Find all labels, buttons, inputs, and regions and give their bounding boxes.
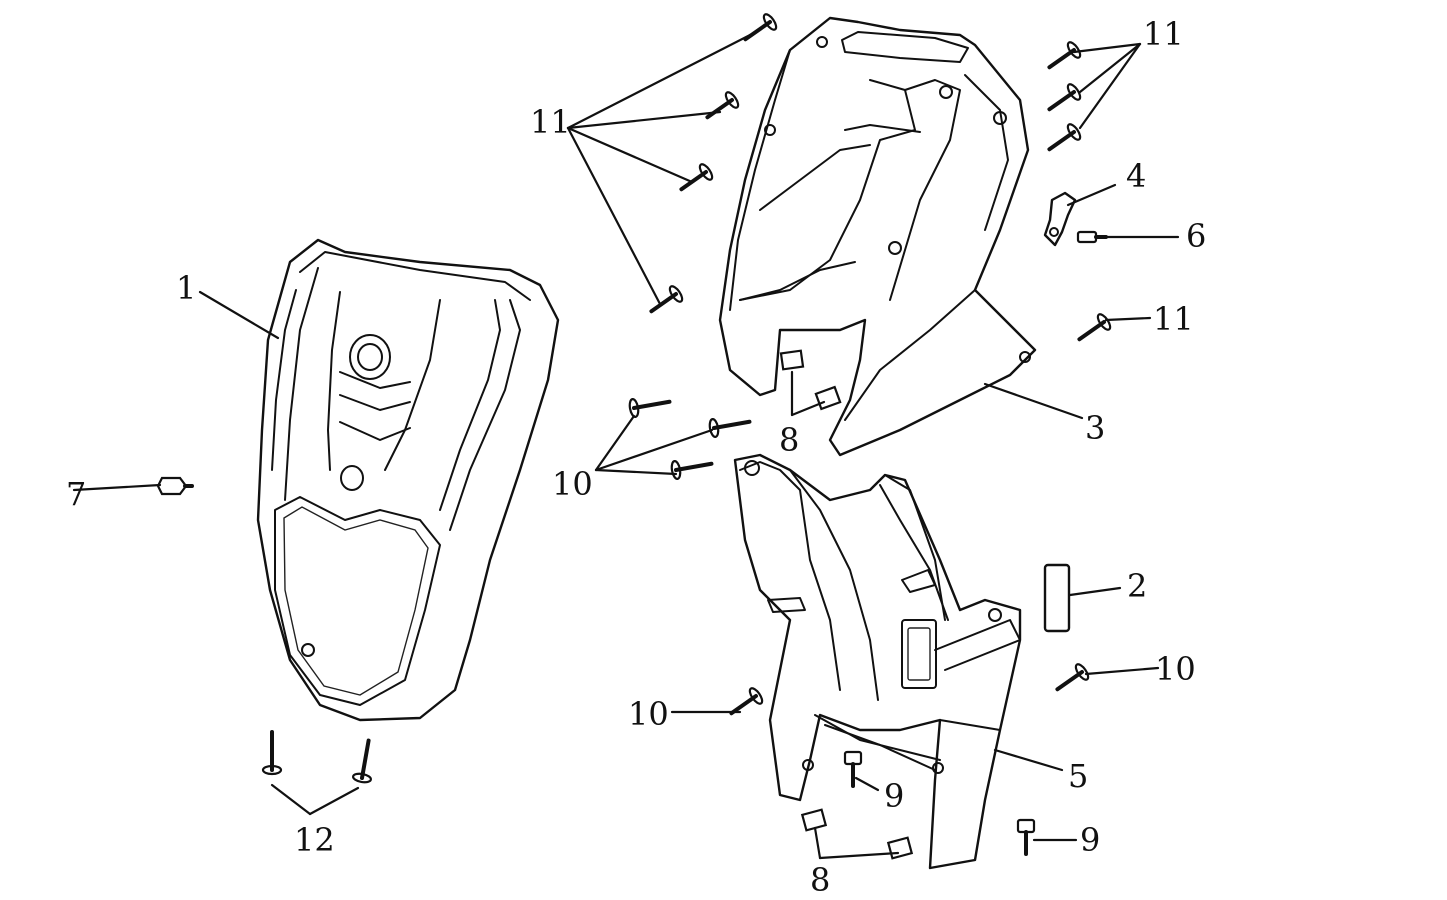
callout-3: 3: [1085, 409, 1106, 447]
callout-5: 5: [1068, 757, 1089, 795]
reflector-part: [1043, 563, 1071, 633]
nut-7-part: [156, 476, 194, 496]
callout-7: 7: [66, 475, 87, 513]
bracket-part: [1043, 191, 1077, 247]
screw-group: [261, 13, 1112, 860]
callout-12: 12: [294, 821, 335, 859]
callout-6: 6: [1186, 217, 1207, 255]
callout-9-right: 9: [1080, 821, 1101, 859]
inner-shield-part: [733, 453, 1022, 870]
bolt-6-part: [1076, 230, 1108, 244]
callout-10-top: 10: [552, 465, 593, 503]
callout-10-left: 10: [628, 695, 669, 733]
callout-1: 1: [176, 269, 197, 307]
callout-9-mid: 9: [884, 777, 905, 815]
callout-10-right: 10: [1155, 650, 1196, 688]
callout-4: 4: [1126, 157, 1147, 195]
callout-2: 2: [1127, 567, 1148, 605]
leader-lines: [72, 32, 1180, 860]
callout-11-topright: 11: [1143, 15, 1184, 53]
front-shield-part: [256, 238, 560, 722]
callout-8-bottom: 8: [810, 861, 831, 899]
callout-8-top: 8: [779, 421, 800, 459]
callout-11-right: 11: [1153, 300, 1194, 338]
upper-leg-shield-part: [718, 16, 1037, 457]
callout-11-left: 11: [530, 103, 571, 141]
